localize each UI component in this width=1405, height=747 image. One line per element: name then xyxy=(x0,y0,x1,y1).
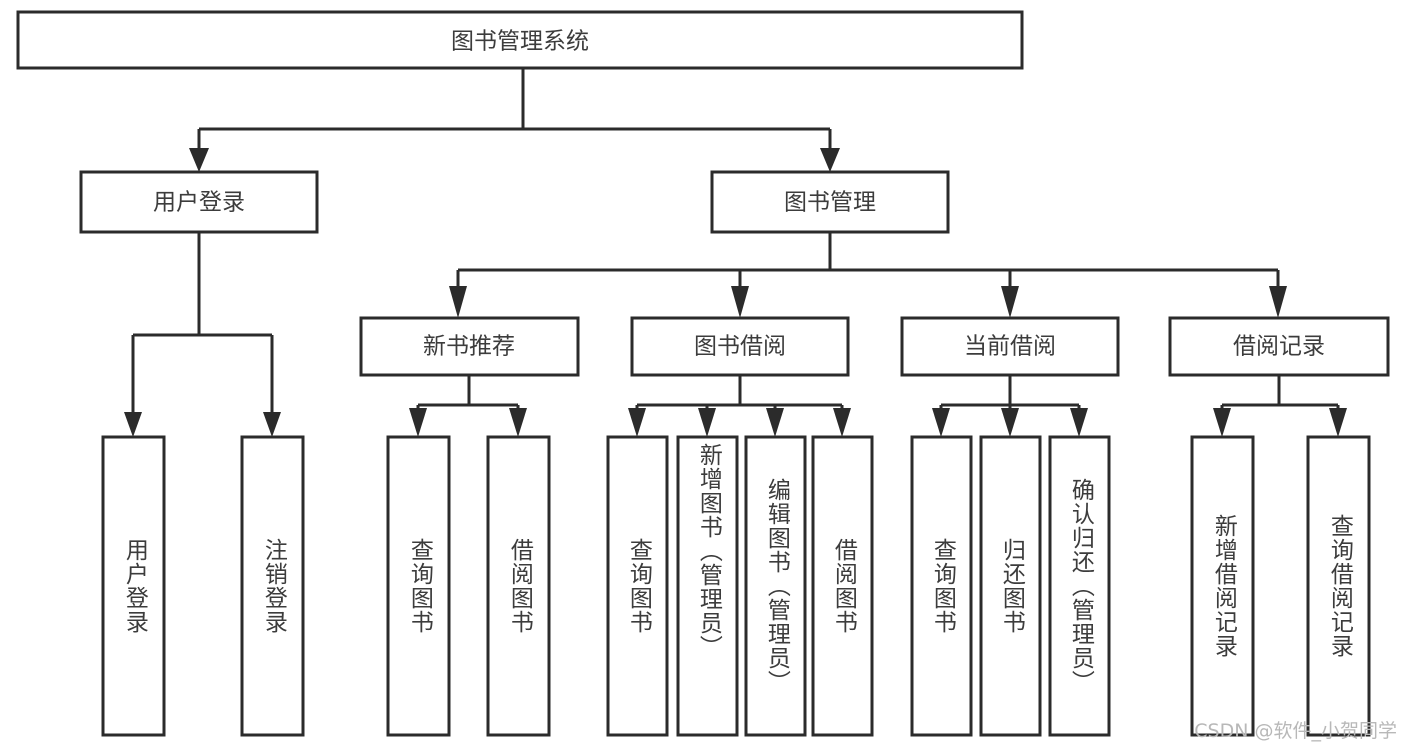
arrow-leaf-confirm-return-icon xyxy=(1070,408,1088,437)
arrow-leaf-query-book-2-icon xyxy=(628,408,646,437)
arrow-to-book-borrow-icon xyxy=(731,286,749,318)
label-borrow-record: 借阅记录 xyxy=(1233,334,1325,360)
arrow-leaf-logout-icon xyxy=(263,412,281,437)
node-root[interactable] xyxy=(16,10,1024,70)
arrow-leaf-return-book-icon xyxy=(1001,408,1019,437)
watermark-text: CSDN @软件_小贺同学 xyxy=(1194,720,1397,742)
arrow-leaf-borrow-book-1-icon xyxy=(509,408,527,437)
arrow-leaf-user-login-icon xyxy=(124,412,142,437)
node-leaf-borrow-book-1[interactable] xyxy=(486,435,551,737)
label-layer: 图书管理系统 用户登录 图书管理 新书推荐 图书借阅 当前借阅 借阅记录 xyxy=(153,29,1325,360)
node-new-book-recommend[interactable] xyxy=(359,316,580,377)
connector-layer xyxy=(124,68,1347,437)
node-leaf-logout[interactable] xyxy=(240,435,305,737)
arrow-to-borrow-record-icon xyxy=(1269,286,1287,318)
label-book-borrow: 图书借阅 xyxy=(694,334,786,360)
node-leaf-user-login[interactable] xyxy=(101,435,166,737)
arrow-leaf-query-book-1-icon xyxy=(409,408,427,437)
node-user-login[interactable] xyxy=(79,170,319,234)
arrow-to-book-manage-icon xyxy=(820,148,840,172)
arrow-to-current-borrow-icon xyxy=(1001,286,1019,318)
arrow-leaf-query-record-icon xyxy=(1329,408,1347,437)
node-leaf-confirm-return[interactable] xyxy=(1048,435,1111,737)
node-book-manage[interactable] xyxy=(710,170,950,234)
node-leaf-return-book[interactable] xyxy=(979,435,1042,737)
label-book-manage: 图书管理 xyxy=(784,190,876,216)
label-user-login: 用户登录 xyxy=(153,190,245,216)
node-leaf-query-book-1[interactable] xyxy=(386,435,451,737)
arrow-leaf-add-record-icon xyxy=(1213,408,1231,437)
label-current-borrow: 当前借阅 xyxy=(964,334,1056,360)
node-leaf-query-book-2[interactable] xyxy=(606,435,669,737)
node-book-borrow[interactable] xyxy=(630,316,850,377)
arrow-leaf-borrow-book-2-icon xyxy=(833,408,851,437)
arrow-leaf-add-book-icon xyxy=(698,408,716,437)
node-leaf-query-record[interactable] xyxy=(1306,435,1371,737)
node-leaf-borrow-book-2[interactable] xyxy=(811,435,874,737)
node-layer xyxy=(16,10,1390,737)
label-new-book-recommend: 新书推荐 xyxy=(423,334,515,360)
node-leaf-add-record[interactable] xyxy=(1190,435,1255,737)
label-root: 图书管理系统 xyxy=(451,29,589,55)
node-leaf-query-book-3[interactable] xyxy=(910,435,973,737)
node-leaf-edit-book[interactable] xyxy=(744,435,807,737)
node-current-borrow[interactable] xyxy=(900,316,1120,377)
arrow-to-new-book-recommend-icon xyxy=(449,286,467,318)
node-borrow-record[interactable] xyxy=(1168,316,1390,377)
node-leaf-add-book[interactable] xyxy=(676,435,739,737)
arrow-leaf-edit-book-icon xyxy=(766,408,784,437)
arrow-to-user-login-icon xyxy=(189,148,209,172)
arrow-leaf-query-book-3-icon xyxy=(932,408,950,437)
